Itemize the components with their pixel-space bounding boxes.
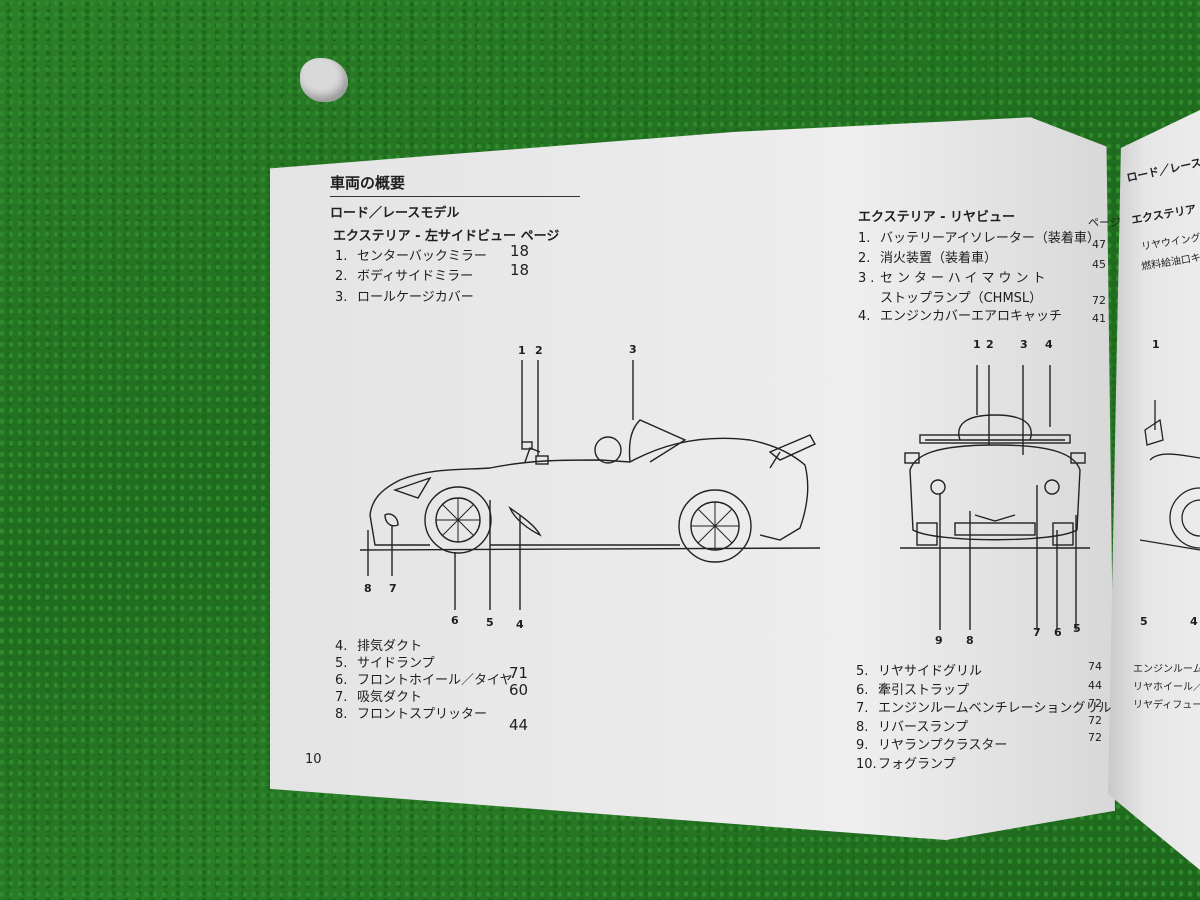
right-view-header-page: ページ	[1088, 216, 1121, 229]
right-list-item: 6.牽引ストラップ	[856, 683, 970, 698]
left-list-page: 71	[509, 664, 529, 682]
callout-number: 3	[1020, 338, 1028, 351]
callout-number: 8	[364, 582, 372, 595]
manual-right-page	[1108, 110, 1200, 870]
page-title: 車両の概要	[330, 174, 406, 192]
callout-number: 8	[966, 634, 974, 647]
left-list-item: 7.吸気ダクト	[335, 690, 423, 705]
left-list-item: 6.フロントホイール／タイヤ	[335, 673, 513, 688]
side-view-car-diagram	[359, 360, 821, 610]
right-list-page: 72	[1088, 697, 1102, 710]
left-list-page: 18	[510, 242, 530, 260]
callout-number: 1	[1152, 338, 1160, 351]
right-list-page: 72	[1088, 714, 1102, 727]
right-list-page: 47	[1092, 238, 1106, 251]
right-list-item: 4.エンジンカバーエアロキャッチ	[858, 309, 1063, 324]
right-list-page: 72	[1088, 731, 1102, 744]
right-list-item: 8.リバースランプ	[856, 720, 968, 735]
right-list-item: 9.リヤランプクラスター	[856, 738, 1008, 753]
callout-number: 2	[986, 338, 994, 351]
callout-number: 3	[629, 343, 637, 356]
page-number: 10	[305, 752, 322, 767]
callout-number: 4	[1190, 615, 1198, 628]
callout-number: 5	[486, 616, 494, 629]
right-list-page: 41	[1092, 312, 1106, 325]
right-list-item: 7.エンジンルームベンチレーショングリル	[856, 701, 1112, 716]
next-page-line: リヤディフュー	[1133, 700, 1200, 711]
right-list-page: 74	[1088, 660, 1102, 673]
right-view-header: エクステリア - リヤビュー	[858, 210, 1016, 225]
left-list-item: 5.サイドランプ	[335, 656, 435, 671]
left-view-header: エクステリア - 左サイドビュー ページ	[333, 229, 560, 244]
callout-number: 7	[389, 582, 397, 595]
callout-number: 7	[1033, 626, 1041, 639]
right-list-item: 10.フォグランプ	[856, 757, 956, 772]
left-list-item: 2.ボディサイドミラー	[335, 269, 474, 284]
title-rule	[330, 196, 580, 197]
page-subtitle: ロード／レースモデル	[330, 206, 460, 221]
right-list-page: 45	[1092, 258, 1106, 271]
left-list-item: 3.ロールケージカバー	[335, 290, 474, 305]
left-list-page: 44	[509, 716, 529, 734]
right-list-item: 5.リヤサイドグリル	[856, 664, 983, 679]
callout-number: 5	[1073, 622, 1081, 635]
callout-number: 4	[1045, 338, 1053, 351]
left-list-item: 4.排気ダクト	[335, 639, 423, 654]
right-list-item: 3.センターハイマウント	[858, 271, 1050, 286]
callout-number: 5	[1140, 615, 1148, 628]
rear-view-car-diagram	[900, 365, 1090, 630]
callout-number: 1	[518, 344, 526, 357]
next-page-line: リヤホイール／	[1133, 682, 1200, 693]
next-page-line: エンジンルーム	[1133, 664, 1200, 675]
manual-left-page	[270, 117, 1115, 840]
callout-number: 2	[535, 344, 543, 357]
left-list-page: 18	[510, 261, 530, 279]
grass-debris	[300, 58, 348, 102]
next-page-car-fragment	[1139, 400, 1200, 551]
left-list-page: 60	[509, 681, 529, 699]
right-list-page: 72	[1092, 294, 1106, 307]
callout-number: 1	[973, 338, 981, 351]
left-list-item: 1.センターバックミラー	[335, 249, 487, 264]
right-list-item: 2.消火装置（装着車）	[858, 251, 998, 266]
callout-number: 9	[935, 634, 943, 647]
callout-number: 6	[1054, 626, 1062, 639]
right-list-item: ストップランプ（CHMSL）	[880, 291, 1043, 306]
right-list-page: 44	[1088, 679, 1102, 692]
left-list-item: 8.フロントスプリッター	[335, 707, 488, 722]
callout-number: 4	[516, 618, 524, 631]
callout-number: 6	[451, 614, 459, 627]
right-list-item: 1.バッテリーアイソレーター（装着車）	[858, 231, 1100, 246]
